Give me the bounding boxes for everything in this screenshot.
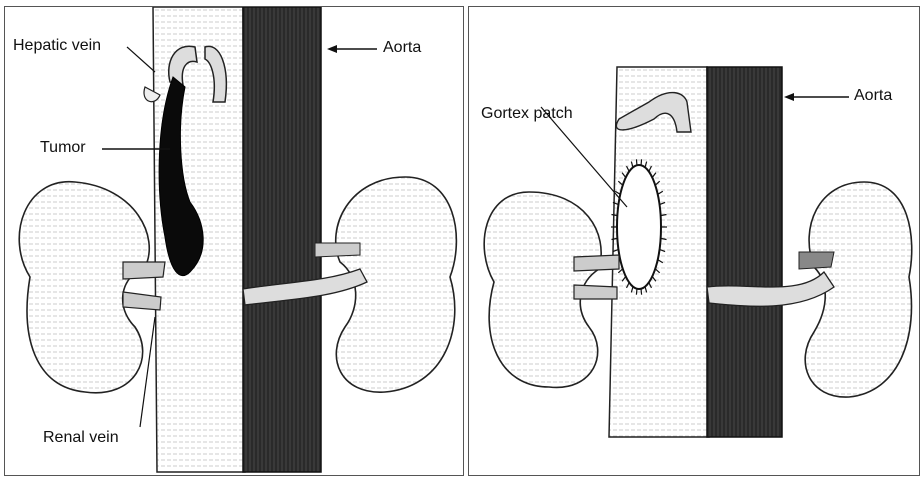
pointer-hepatic-vein: [127, 47, 155, 72]
left-kidney: [19, 182, 149, 393]
label-tumor: Tumor: [40, 139, 86, 157]
anatomy-illustration-before: [5, 7, 463, 475]
label-aorta-left: Aorta: [383, 39, 421, 57]
aorta-vessel: [243, 7, 321, 472]
anatomy-illustration-after: [469, 7, 919, 475]
panel-before-surgery: Hepatic vein Aorta Tumor Renal vein: [4, 6, 464, 476]
pointer-renal-vein: [140, 317, 155, 427]
label-renal-vein: Renal vein: [43, 429, 119, 447]
suture-tick: [641, 159, 642, 165]
left-renal-vein: [123, 262, 165, 279]
suture-tick: [636, 159, 637, 165]
gortex-patch: [617, 165, 661, 289]
suture-tick: [641, 289, 642, 295]
label-aorta-right: Aorta: [854, 87, 892, 105]
suture-tick: [636, 289, 637, 295]
label-gortex-patch: Gortex patch: [481, 105, 573, 123]
left-renal-vein: [574, 255, 619, 271]
label-hepatic-vein: Hepatic vein: [13, 37, 101, 55]
aorta-vessel: [707, 67, 782, 437]
panel-after-surgery: Gortex patch Aorta: [468, 6, 920, 476]
